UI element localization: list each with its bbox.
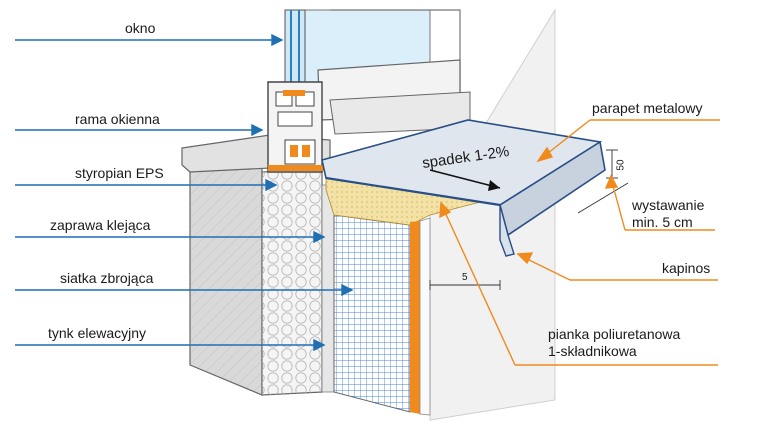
label-wystawanie-2: min. 5 cm [632, 214, 693, 230]
drip-edge [499, 204, 515, 257]
sealing-tape [410, 221, 420, 414]
label-rama-okienna: rama okienna [75, 111, 160, 127]
label-parapet-metalowy: parapet metalowy [592, 100, 703, 116]
label-kapinos: kapinos [662, 260, 711, 276]
label-pianka-1: pianka poliuretanowa [548, 326, 681, 342]
label-wystawanie-1: wystawanie [632, 197, 705, 213]
label-tynk-elewacyjny: tynk elewacyjny [48, 325, 147, 341]
label-zaprawa-klejaca: zaprawa klejąca [50, 217, 151, 233]
label-styropian-eps: styropian EPS [75, 165, 164, 181]
adhesive-layer [321, 184, 335, 393]
label-pianka-2: 1-składnikowa [548, 343, 637, 359]
dimension-5: 5 [462, 272, 468, 283]
label-okno: okno [125, 20, 156, 36]
label-siatka-zbrojaca: siatka zbrojąca [60, 270, 154, 286]
dimension-50: 50 [615, 159, 627, 171]
